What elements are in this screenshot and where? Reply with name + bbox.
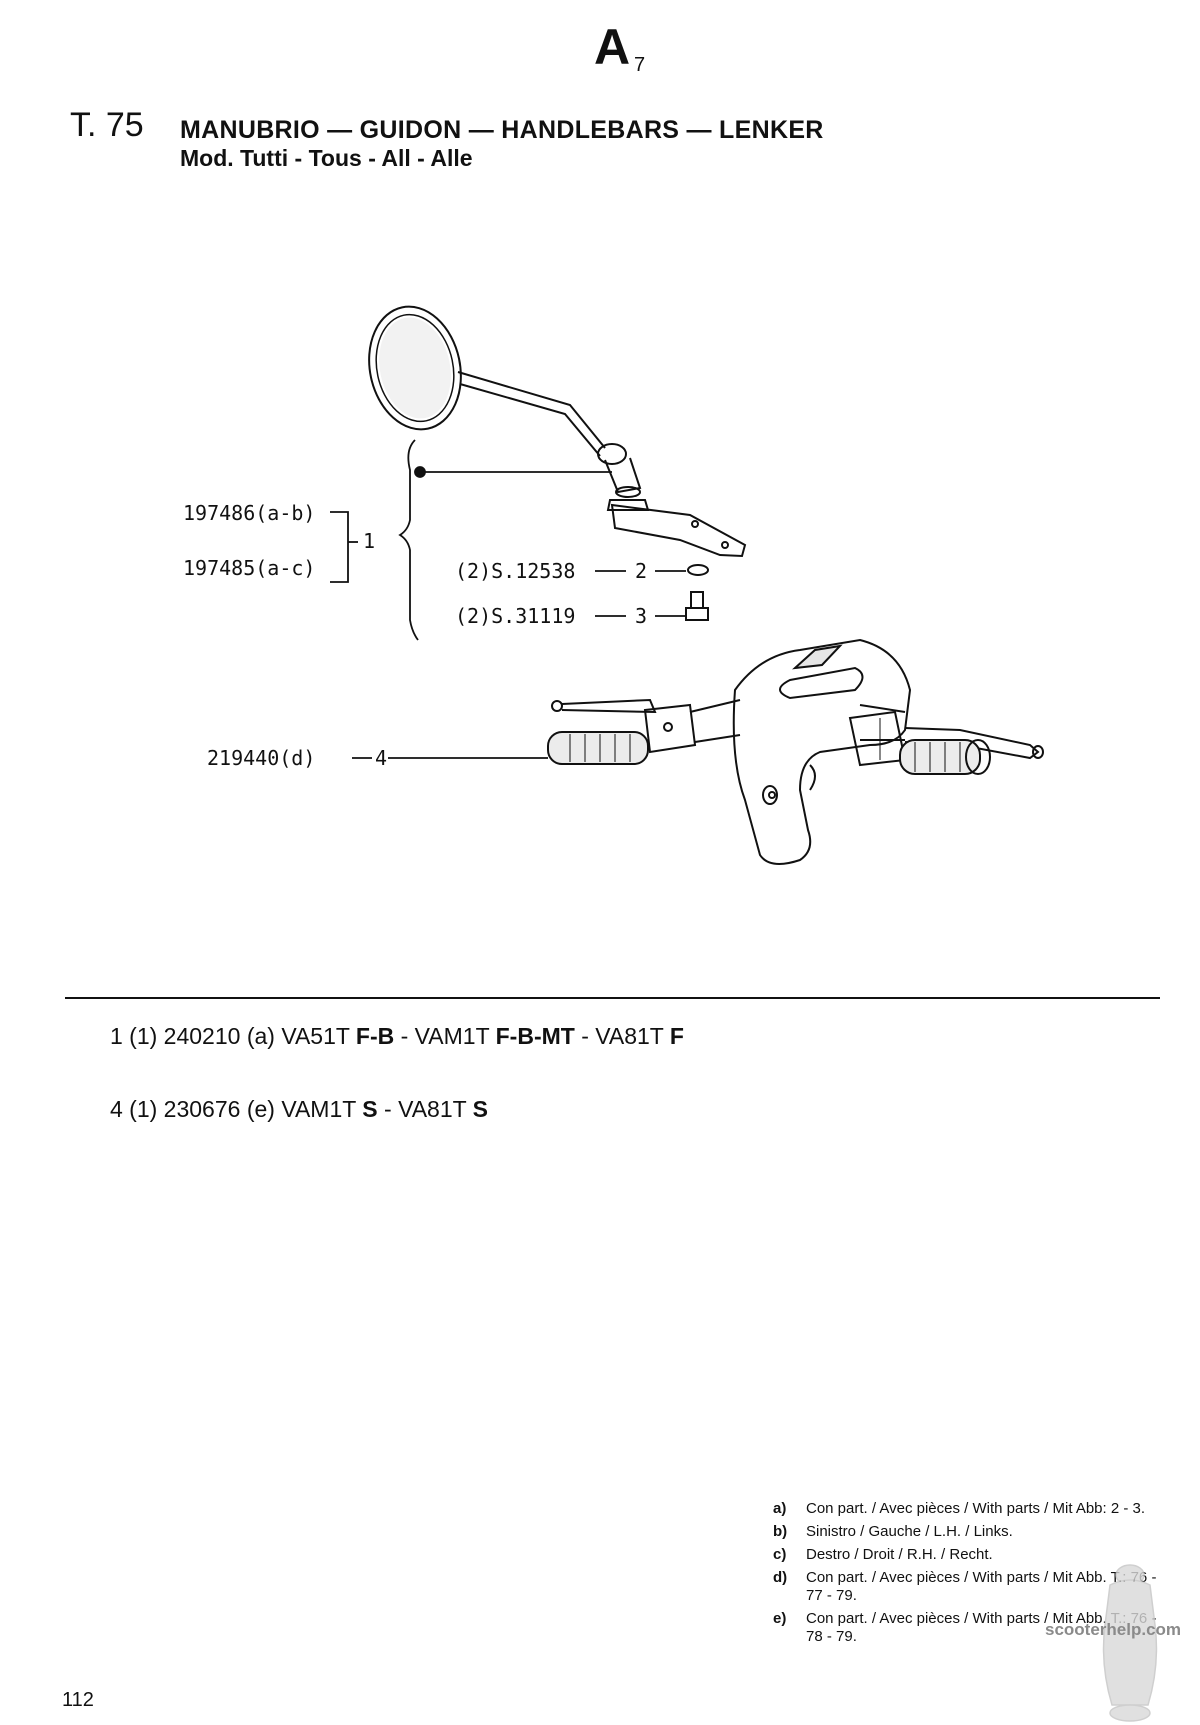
handlebar-drawing (547, 638, 1044, 865)
label-part-219440: 219440(d) (207, 746, 315, 770)
footnote-key: c) (773, 1546, 787, 1563)
footnote-text: Destro / Droit / R.H. / Recht. (806, 1546, 993, 1563)
row-code-bold: F-B (355, 1023, 395, 1049)
footnote-b: b) Sinistro / Gauche / L.H. / Links. (773, 1523, 1173, 1541)
label-part-197485: 197485(a-c) (183, 556, 315, 580)
row-code-bold: S (472, 1096, 488, 1122)
parts-row: 1 (1) 240210 (a) VA51T F-B - VAM1T F-B-M… (110, 1022, 730, 1050)
row-text: 1 (1) 240210 (a) VA51T (110, 1023, 356, 1049)
leader-lines (330, 439, 686, 759)
row-code-bold: F-B-MT (495, 1023, 575, 1049)
label-part-s31119: (2)S.31119 (455, 604, 575, 628)
footnote-key: b) (773, 1523, 788, 1540)
footnote-text: Con part. / Avec pièces / With parts / M… (806, 1569, 1157, 1604)
label-ref-1: 1 (363, 529, 375, 553)
footnote-a: a) Con part. / Avec pièces / With parts … (773, 1500, 1173, 1518)
label-part-s12538: (2)S.12538 (455, 559, 575, 583)
handlebar-exploded-diagram: 197486(a-b) 197485(a-c) 1 (2)S.12538 2 (… (183, 305, 1044, 865)
row-text: - VA81T (574, 1023, 670, 1049)
label-ref-3: 3 (635, 604, 647, 628)
footnotes: a) Con part. / Avec pièces / With parts … (773, 1500, 1173, 1651)
footnote-e: e) Con part. / Avec pièces / With parts … (773, 1610, 1173, 1646)
footnote-key: d) (773, 1569, 788, 1586)
row-code-bold: S (362, 1096, 378, 1122)
table-number: T. 75 (70, 106, 144, 144)
watermark-text: scooterhelp.com (1045, 1620, 1182, 1639)
row-text: - VAM1T (394, 1023, 496, 1049)
label-ref-4: 4 (375, 746, 387, 770)
label-part-197486: 197486(a-b) (183, 501, 315, 525)
footnote-text: Sinistro / Gauche / L.H. / Links. (806, 1523, 1013, 1540)
footnote-text: Con part. / Avec pièces / With parts / M… (806, 1500, 1146, 1517)
footnote-key: a) (773, 1500, 787, 1517)
page-subtitle: Mod. Tutti - Tous - All - Alle (180, 145, 473, 171)
footnote-text: Con part. / Avec pièces / With parts / M… (806, 1610, 1157, 1645)
page-title: MANUBRIO — GUIDON — HANDLEBARS — LENKER (180, 116, 824, 144)
footnote-d: d) Con part. / Avec pièces / With parts … (773, 1569, 1173, 1605)
section-divider (65, 997, 1160, 999)
row-text: - VA81T (377, 1096, 473, 1122)
mirror-drawing (368, 305, 747, 621)
section-number: 7 (634, 54, 646, 76)
section-letter: A (594, 19, 631, 75)
footnote-key: e) (773, 1610, 787, 1627)
row-text: 4 (1) 230676 (e) VAM1T (110, 1096, 363, 1122)
parts-row: 4 (1) 230676 (e) VAM1T S - VA81T S (110, 1095, 730, 1123)
page-number: 112 (62, 1689, 94, 1711)
row-code-bold: F (669, 1023, 684, 1049)
label-ref-2: 2 (635, 559, 647, 583)
footnote-c: c) Destro / Droit / R.H. / Recht. (773, 1546, 1173, 1564)
scooter-watermark-icon (1102, 1564, 1158, 1722)
